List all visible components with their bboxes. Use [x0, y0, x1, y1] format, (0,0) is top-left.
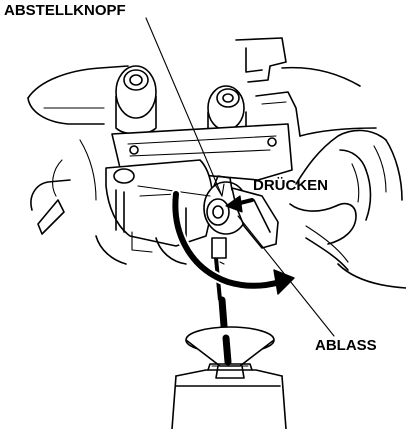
press-label: DRÜCKEN [253, 178, 328, 193]
left-bolt [116, 66, 156, 134]
carburetor-body [106, 160, 213, 264]
drain-label: ABLASS [315, 338, 377, 353]
stop-knob-label: ABSTELLKNOPF [4, 3, 126, 18]
canister [172, 364, 286, 429]
hand [290, 130, 402, 270]
engine-housing [28, 66, 128, 264]
